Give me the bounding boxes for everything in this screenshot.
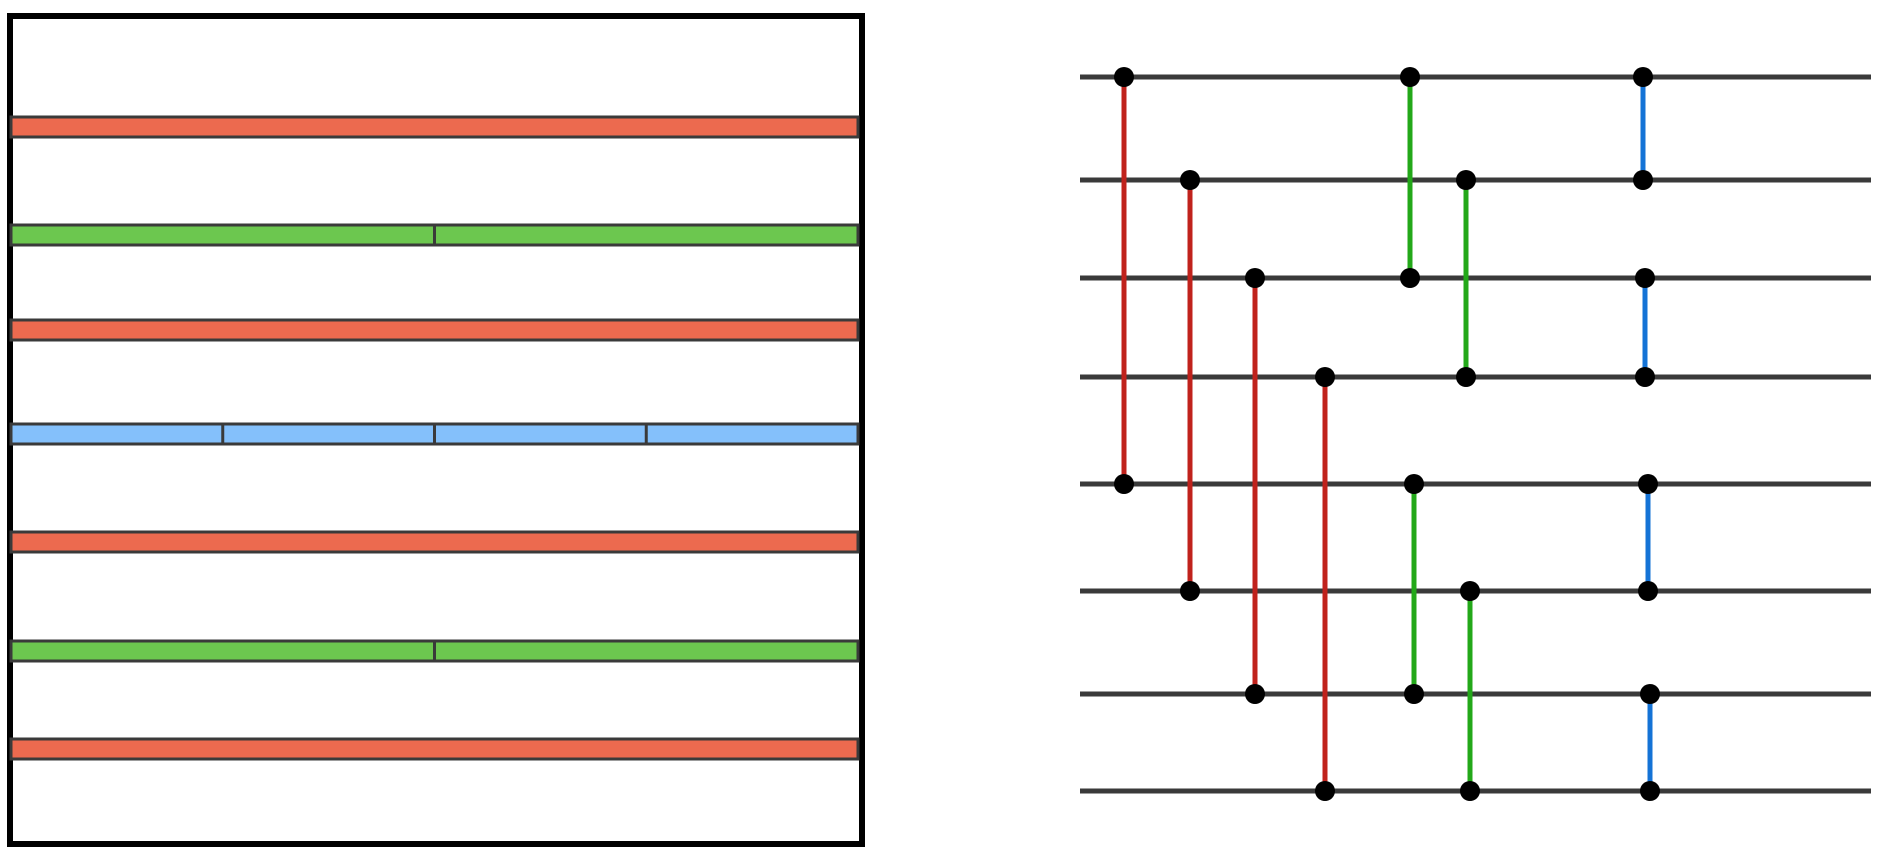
node-dot bbox=[1400, 67, 1420, 87]
node-dot bbox=[1640, 781, 1660, 801]
node-dot bbox=[1638, 581, 1658, 601]
node-dot bbox=[1640, 684, 1660, 704]
stripe-red bbox=[9, 318, 860, 342]
butterfly-network bbox=[1080, 67, 1871, 801]
node-dot bbox=[1404, 474, 1424, 494]
stripe-red bbox=[9, 115, 860, 139]
stripe-panel bbox=[7, 13, 865, 847]
node-dot bbox=[1460, 781, 1480, 801]
node-dot bbox=[1633, 170, 1653, 190]
node-dot bbox=[1400, 268, 1420, 288]
node-dot bbox=[1635, 367, 1655, 387]
node-dot bbox=[1180, 170, 1200, 190]
node-dot bbox=[1456, 367, 1476, 387]
node-dot bbox=[1245, 268, 1265, 288]
node-dot bbox=[1456, 170, 1476, 190]
node-dot bbox=[1315, 781, 1335, 801]
node-dot bbox=[1114, 474, 1134, 494]
node-dot bbox=[1180, 581, 1200, 601]
node-dot bbox=[1404, 684, 1424, 704]
node-dot bbox=[1460, 581, 1480, 601]
node-dot bbox=[1245, 684, 1265, 704]
node-dot bbox=[1114, 67, 1134, 87]
stripe-red bbox=[9, 737, 860, 761]
stripe-red bbox=[9, 530, 860, 554]
node-dot bbox=[1315, 367, 1335, 387]
node-dot bbox=[1635, 268, 1655, 288]
node-dot bbox=[1633, 67, 1653, 87]
node-dot bbox=[1638, 474, 1658, 494]
